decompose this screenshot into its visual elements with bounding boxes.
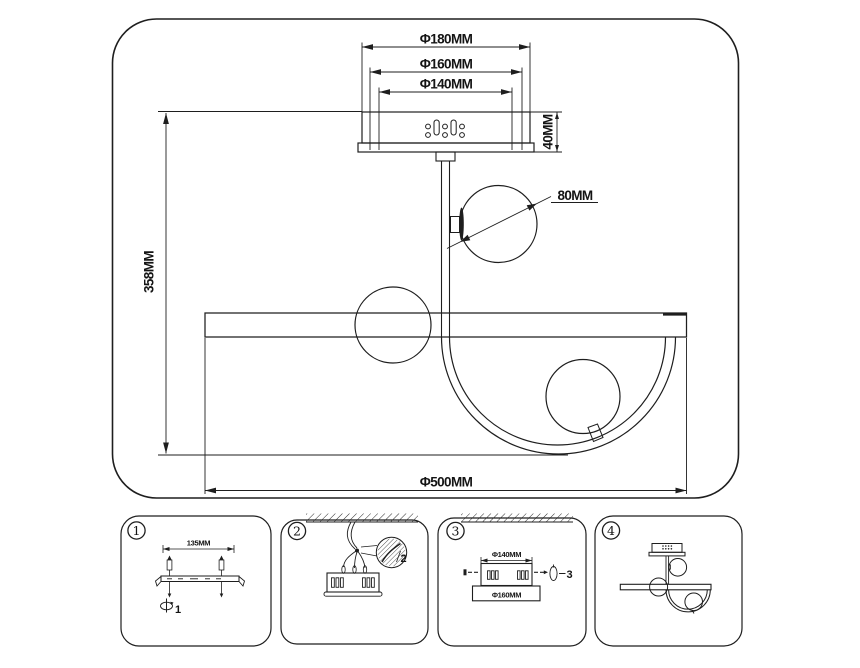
mini-globe-bottom bbox=[684, 592, 704, 612]
canopy-base-plate: Φ160MM bbox=[471, 585, 541, 602]
dim-180-label: Φ180MM bbox=[420, 32, 473, 47]
side-screw-left bbox=[463, 569, 478, 576]
bracket-dimension-135: 135MM bbox=[162, 539, 235, 553]
step-3-badge: 3 bbox=[446, 521, 465, 541]
assembled-lamp bbox=[619, 543, 712, 614]
mounting-screws bbox=[166, 555, 225, 598]
step-1-badge: 1 bbox=[127, 521, 146, 540]
step-4-badge: 4 bbox=[601, 521, 621, 540]
dim-160-label: Φ160MM bbox=[420, 57, 473, 72]
wire-detail-callout: 2 bbox=[360, 536, 408, 569]
dimension-80: 80MM bbox=[446, 188, 598, 249]
panel3-dim-140-label: Φ140MM bbox=[492, 550, 521, 559]
dim-80-label: 80MM bbox=[557, 188, 592, 203]
curved-arm bbox=[440, 336, 677, 455]
ring-bar bbox=[204, 312, 688, 338]
mini-canopy-holes bbox=[662, 545, 673, 550]
mounting-bracket bbox=[154, 575, 246, 587]
ceiling-hatch-3 bbox=[461, 513, 573, 523]
canopy-dimension-140: Φ140MM bbox=[480, 550, 533, 564]
dimension-140: Φ140MM bbox=[378, 77, 513, 150]
step-2-badge: 2 bbox=[287, 521, 307, 541]
rotate-action-3: 3 bbox=[534, 564, 573, 581]
dimension-40: 40MM bbox=[530, 111, 562, 153]
ceiling-canopy bbox=[357, 111, 535, 162]
panel3-dim-160-label: Φ160MM bbox=[492, 591, 521, 600]
globe-bottom bbox=[545, 358, 621, 443]
panel-step-1: 1 135MM bbox=[120, 515, 272, 647]
step-2-number: 2 bbox=[293, 524, 301, 539]
mini-globe-left bbox=[649, 577, 669, 597]
panel-step-3: 3 Φ140MM bbox=[437, 513, 587, 647]
dimension-358: 358MM bbox=[142, 111, 568, 456]
dim-500-label: Φ500MM bbox=[420, 475, 473, 490]
step-1-number: 1 bbox=[133, 523, 141, 538]
main-diagram-border bbox=[111, 18, 740, 499]
canopy-vent-holes bbox=[425, 119, 465, 138]
globe-top bbox=[450, 184, 538, 264]
lamp-rod bbox=[440, 161, 451, 337]
dim-135-label: 135MM bbox=[187, 539, 211, 548]
dim-40-label: 40MM bbox=[541, 114, 556, 149]
dimension-160: Φ160MM bbox=[369, 57, 523, 150]
step-1-action-label: 1 bbox=[175, 604, 181, 616]
step-3-action-label: 3 bbox=[566, 569, 572, 581]
detail-2-label: 2 bbox=[400, 553, 406, 565]
rotate-action-1: 1 bbox=[160, 598, 181, 616]
step-4-number: 4 bbox=[607, 523, 615, 538]
dim-140-label: Φ140MM bbox=[420, 77, 473, 92]
panel-step-4: 4 bbox=[594, 515, 743, 647]
main-diagram: Φ180MM Φ160MM Φ140MM bbox=[111, 18, 740, 499]
globe-left bbox=[354, 286, 432, 364]
mini-ring-bar bbox=[619, 583, 712, 591]
globe-socket-shadow bbox=[459, 207, 464, 241]
mini-globe-top bbox=[668, 558, 688, 577]
ceiling-hatch-2 bbox=[306, 513, 418, 523]
wires bbox=[341, 521, 368, 574]
dimension-500: Φ500MM bbox=[204, 338, 687, 494]
step-3-number: 3 bbox=[452, 524, 460, 539]
dim-358-label: 358MM bbox=[142, 251, 157, 293]
terminal-block bbox=[323, 572, 383, 597]
panel-step-2: 2 2 bbox=[280, 513, 429, 645]
canopy-side-view bbox=[480, 562, 533, 587]
